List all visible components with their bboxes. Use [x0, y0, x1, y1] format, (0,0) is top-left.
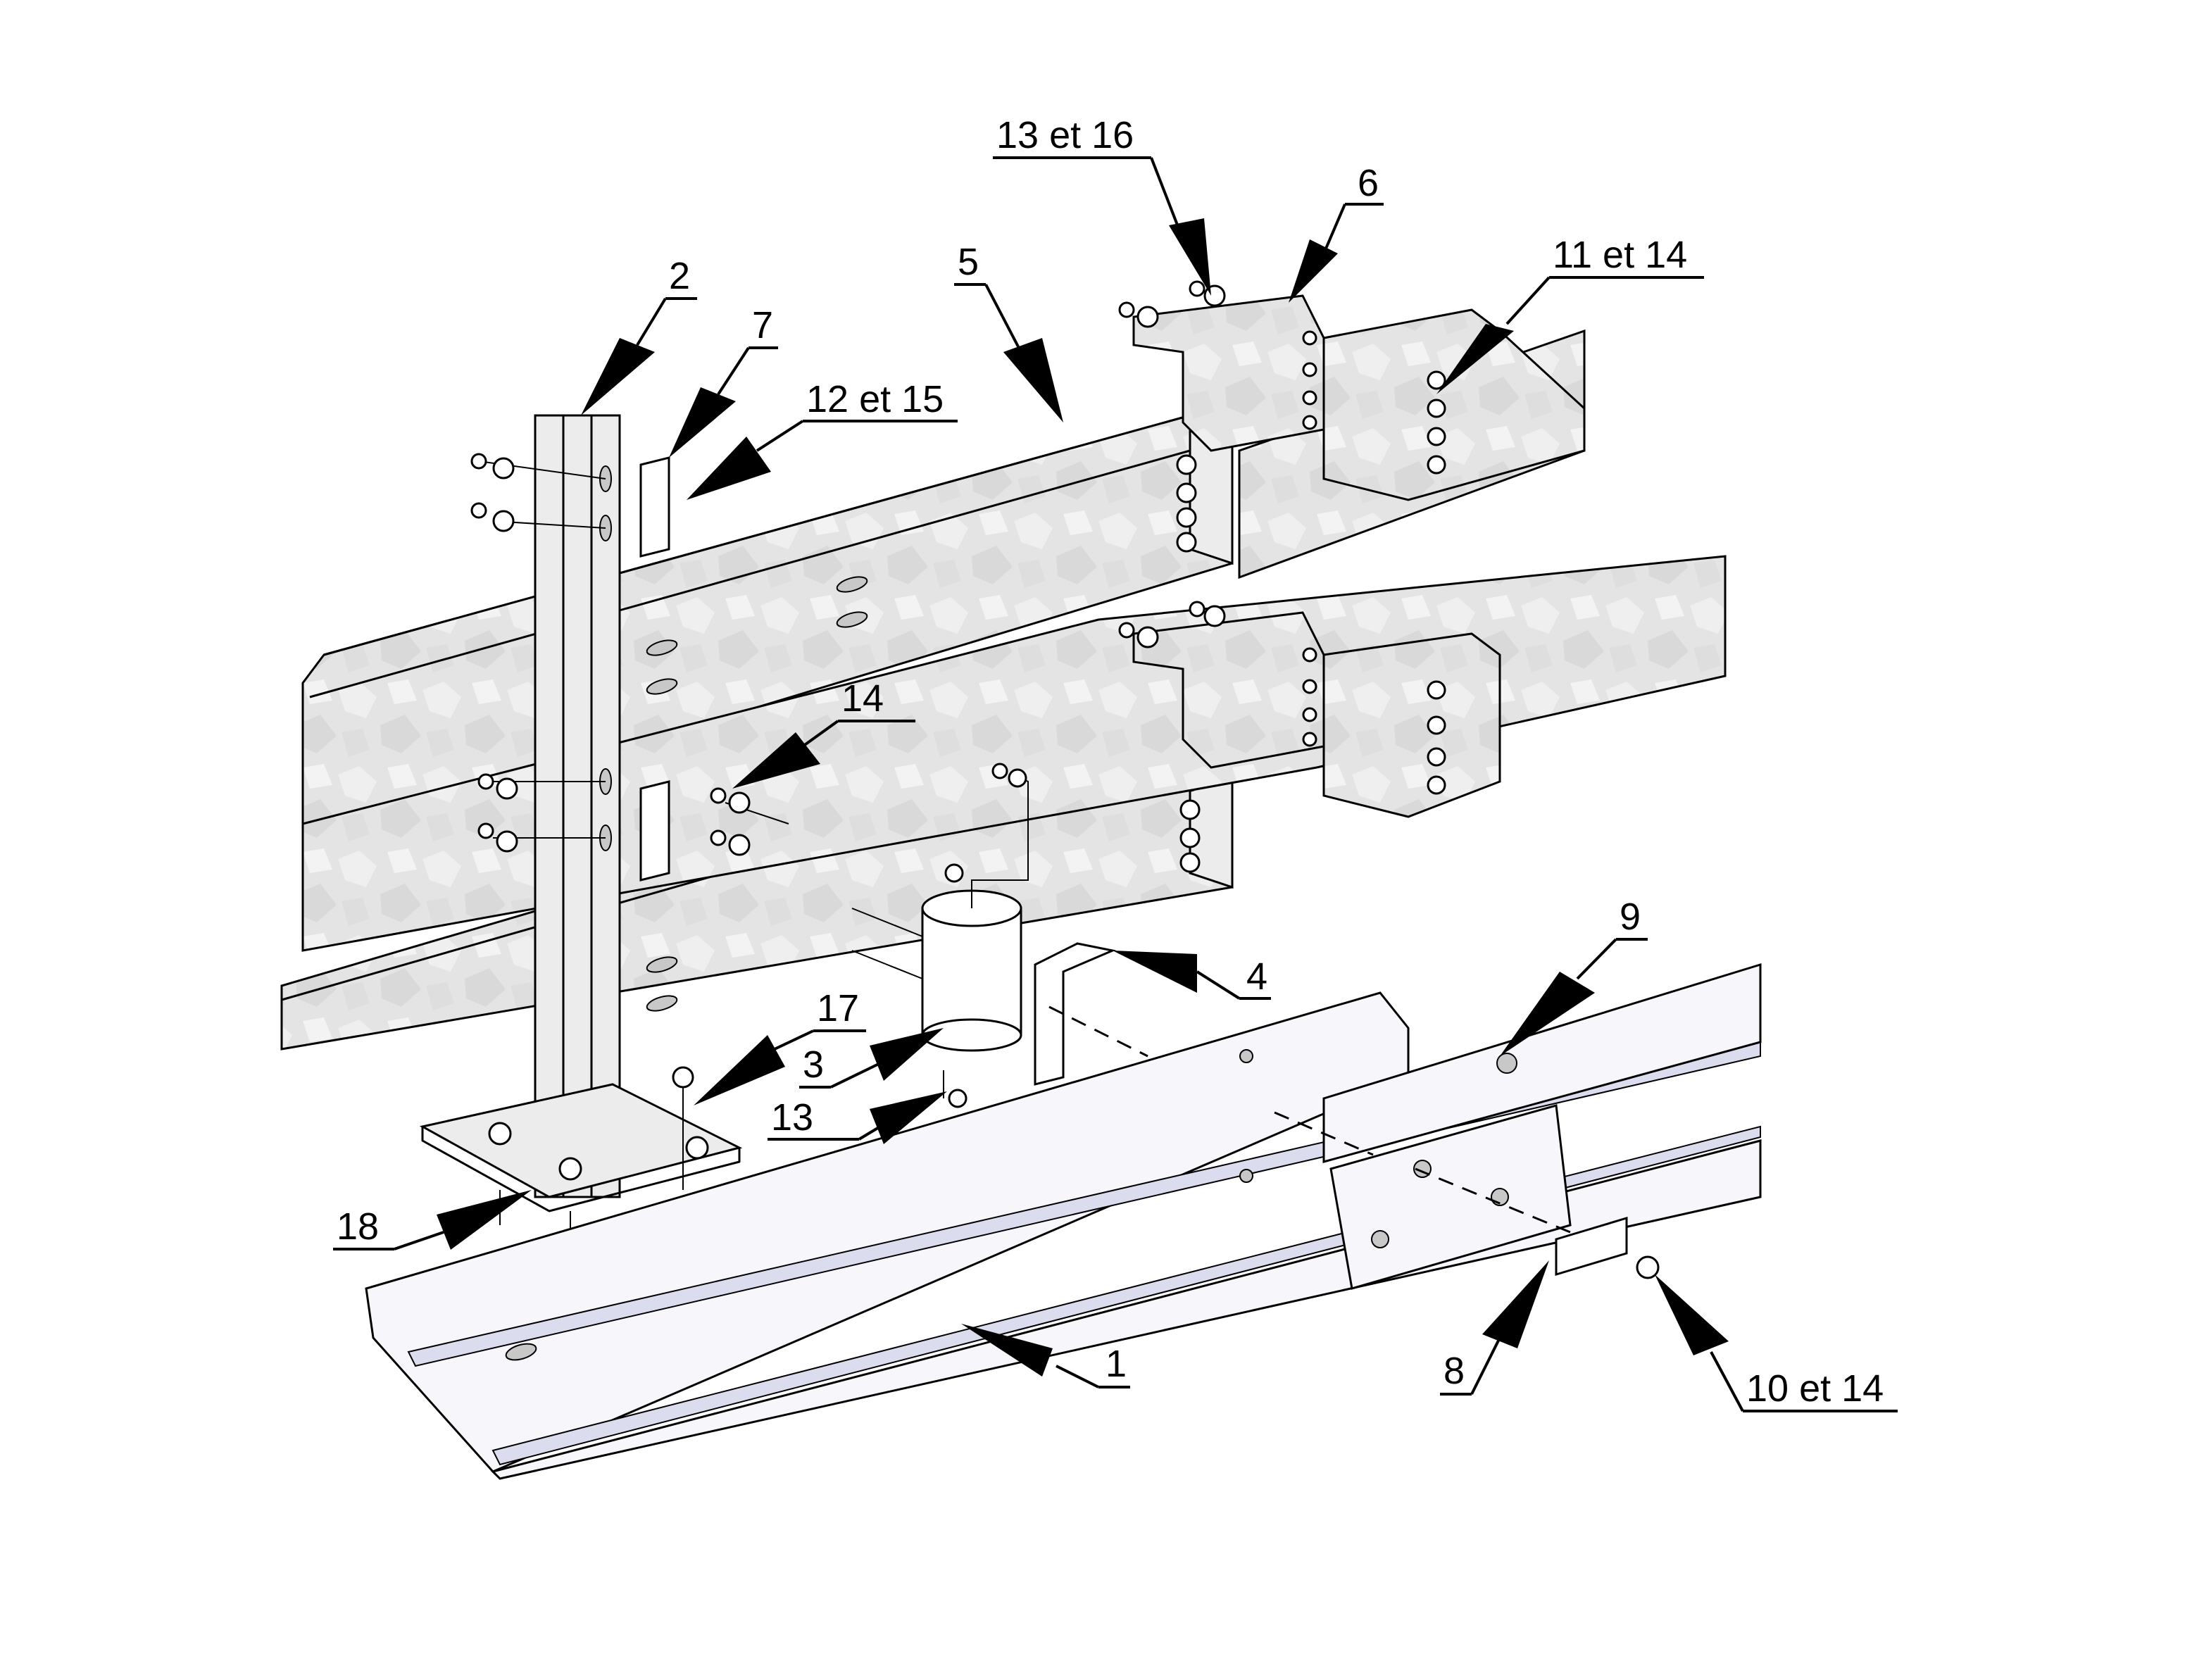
callout-label: 4 [1246, 955, 1267, 998]
callout-label: 13 et 16 [996, 114, 1134, 156]
bolts-left [470, 453, 606, 853]
callout-label: 12 et 15 [806, 378, 944, 420]
callout-10-14: 10 et 14 [1655, 1274, 1898, 1412]
callout-label: 2 [669, 255, 690, 297]
callout-7: 7 [669, 304, 778, 458]
bracket-upper [1118, 280, 1325, 452]
callout-label: 3 [803, 1043, 824, 1086]
callout-label: 6 [1358, 162, 1379, 204]
callout-label: 17 [817, 987, 859, 1029]
callout-label: 13 [771, 1096, 813, 1139]
callout-18: 18 [333, 1190, 532, 1250]
callout-label: 5 [958, 241, 979, 283]
post-2 [534, 414, 621, 1198]
splice-section [1274, 1104, 1660, 1290]
callout-label: 10 et 14 [1746, 1367, 1884, 1410]
callout-6: 6 [1289, 162, 1384, 303]
callout-17: 17 [694, 987, 866, 1105]
callout-12-15: 12 et 15 [687, 378, 958, 500]
tube-3 [851, 763, 1029, 1108]
callout-9: 9 [1500, 896, 1648, 1056]
callout-label: 11 et 14 [1553, 234, 1687, 276]
callout-13: 13 [768, 1091, 947, 1144]
callout-label: 9 [1620, 896, 1641, 938]
callouts: 13 et 16 6 11 et 14 2 5 [333, 114, 1898, 1412]
callout-label: 7 [752, 304, 773, 346]
callout-5: 5 [954, 241, 1063, 422]
bracket-lower [1118, 601, 1325, 769]
channel-lower [1322, 632, 1501, 818]
callout-1: 1 [961, 1324, 1130, 1388]
callout-label: 8 [1443, 1350, 1465, 1392]
callout-8: 8 [1440, 1260, 1549, 1396]
callout-label: 1 [1106, 1343, 1127, 1385]
callout-label: 18 [337, 1205, 379, 1248]
callout-2: 2 [581, 255, 697, 415]
callout-14: 14 [732, 677, 915, 789]
callout-4: 4 [1113, 951, 1271, 1000]
callout-3: 3 [799, 1028, 944, 1089]
structure [280, 280, 1762, 1480]
channel-upper [1322, 308, 1586, 501]
guardrail-1 [365, 963, 1762, 1480]
baseplate-18 [419, 1083, 743, 1239]
callout-13-16: 13 et 16 [993, 114, 1211, 296]
callout-11-14: 11 et 14 [1436, 234, 1704, 394]
callout-label: 14 [841, 677, 884, 720]
